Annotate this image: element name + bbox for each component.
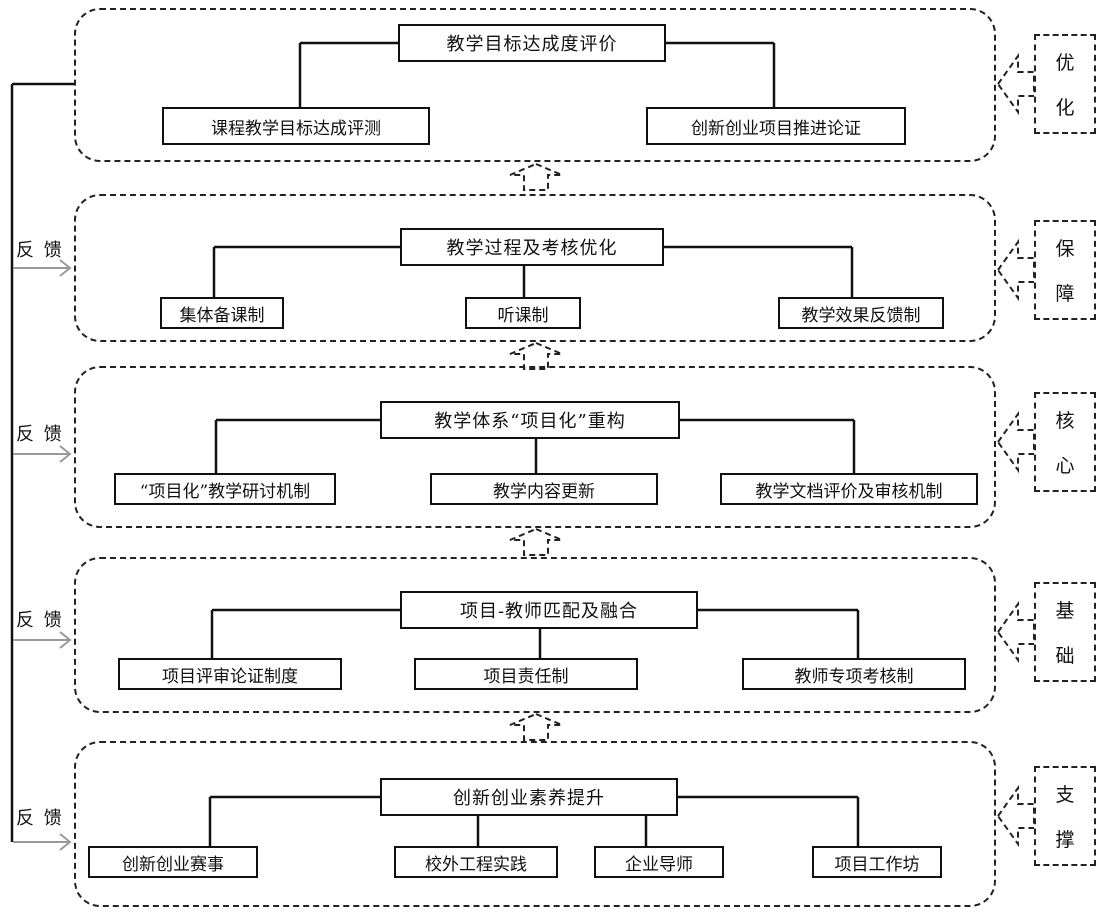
side-label-guarantee: 保 障 [1034, 220, 1096, 320]
side-char: 化 [1055, 97, 1075, 119]
side-char: 核 [1055, 410, 1075, 432]
tier-panel-support [74, 741, 996, 907]
item-project-demonstration: 创新创业项目推进论证 [646, 107, 906, 145]
arrow-head-icon [59, 259, 72, 277]
tier-title-support: 创新创业素养提升 [380, 778, 678, 816]
tier-panel-process [74, 194, 996, 342]
left-arrow-icon [996, 52, 1035, 116]
item-innovation-competition: 创新创业赛事 [88, 846, 258, 878]
feedback-label: 反 馈 [16, 808, 64, 829]
left-arrow-icon [996, 784, 1035, 848]
side-char: 障 [1055, 283, 1075, 305]
left-arrow-icon [996, 238, 1035, 302]
side-char: 心 [1055, 455, 1075, 477]
tier-title-foundation: 项目-教师匹配及融合 [400, 591, 698, 629]
item-document-review: 教学文档评价及审核机制 [720, 473, 978, 505]
tier-panel-evaluation [74, 8, 996, 162]
item-project-workshop: 项目工作坊 [812, 846, 942, 878]
up-arrow-icon [509, 341, 563, 370]
tier-title-core: 教学体系“项目化”重构 [380, 401, 680, 439]
tier-title-process: 教学过程及考核优化 [400, 228, 664, 266]
up-arrow-icon [509, 712, 563, 741]
arrow-head-icon [59, 631, 72, 649]
item-enterprise-mentor: 企业导师 [594, 846, 724, 878]
left-arrow-icon [996, 410, 1035, 474]
up-arrow-icon [509, 162, 563, 191]
tier-title-evaluation: 教学目标达成度评价 [398, 24, 666, 62]
item-course-objective-assessment: 课程教学目标达成评测 [162, 107, 430, 145]
side-char: 础 [1055, 645, 1075, 667]
item-teaching-feedback: 教学效果反馈制 [778, 297, 944, 329]
feedback-label: 反 馈 [16, 424, 64, 445]
item-project-responsibility: 项目责任制 [414, 658, 638, 690]
item-external-practice: 校外工程实践 [394, 846, 558, 878]
tier-panel-core [74, 366, 996, 528]
side-char: 支 [1055, 784, 1075, 806]
side-char: 基 [1055, 600, 1075, 622]
tier-panel-foundation [74, 557, 996, 713]
item-project-teaching-seminar: “项目化”教学研讨机制 [114, 473, 336, 505]
item-collective-lesson-prep: 集体备课制 [160, 297, 284, 329]
feedback-label: 反 馈 [16, 240, 64, 261]
side-label-foundation: 基 础 [1034, 582, 1096, 682]
arrow-head-icon [59, 445, 72, 463]
left-arrow-icon [996, 600, 1035, 664]
side-char: 撑 [1055, 829, 1075, 851]
side-label-optimize: 优 化 [1034, 34, 1096, 134]
item-lecture-observation: 听课制 [465, 297, 581, 329]
arrow-head-icon [59, 833, 72, 851]
side-char: 保 [1055, 238, 1075, 260]
feedback-label: 反 馈 [16, 610, 64, 631]
item-project-review-system: 项目评审论证制度 [118, 658, 342, 690]
item-content-update: 教学内容更新 [430, 473, 658, 505]
side-label-support: 支 撑 [1034, 766, 1096, 866]
up-arrow-icon [509, 527, 563, 556]
side-char: 优 [1055, 52, 1075, 74]
side-label-core: 核 心 [1034, 392, 1096, 492]
item-teacher-assessment: 教师专项考核制 [742, 658, 966, 690]
